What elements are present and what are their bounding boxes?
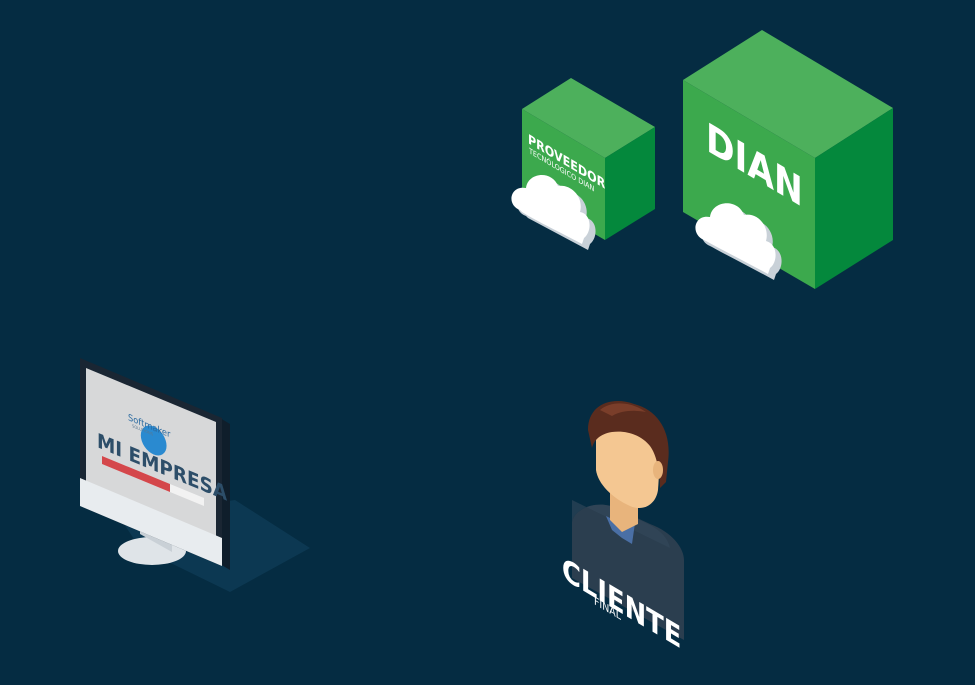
monitor-chin [80, 478, 222, 566]
client-hair [588, 401, 669, 488]
dian-box-front [683, 80, 815, 289]
dian-box-side [815, 108, 893, 289]
client-ear [653, 461, 663, 479]
screen-progress-fill [102, 456, 170, 492]
dian-box-top [683, 30, 893, 158]
provider-box-top [522, 78, 655, 158]
dian-box: DIAN [683, 30, 893, 289]
client-person: CLIENTE FINAL [562, 401, 684, 657]
monitor-side [220, 418, 230, 570]
cloud-icon [695, 203, 782, 280]
cloud-icon [511, 174, 596, 250]
client-hair-highlight [600, 403, 646, 416]
provider-box-side [605, 127, 655, 240]
provider-box: PROVEEDOR TECNÓLOGICO DIAN [511, 78, 655, 250]
computer-monitor: Softmaker SOLUTIONS MI EMPRESA [80, 358, 310, 592]
